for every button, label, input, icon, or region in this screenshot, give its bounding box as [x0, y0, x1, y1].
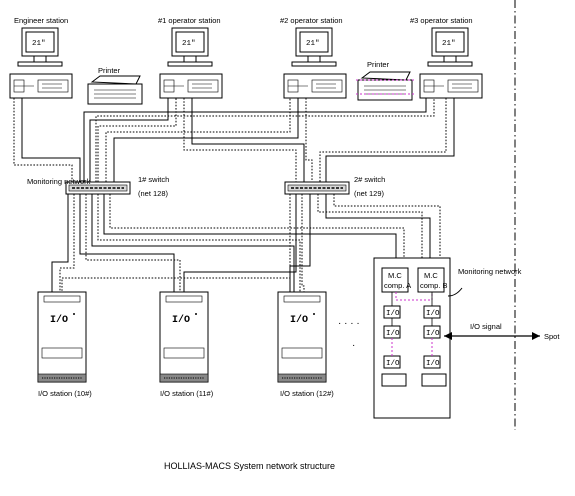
- io-signal-label: I/O signal: [470, 322, 502, 331]
- io-station-11-label: I/O station (11#): [160, 389, 214, 398]
- caption: HOLLIAS-MACS System network structure: [164, 461, 335, 471]
- ellipsis-dot: ·: [352, 340, 355, 351]
- switch-1-name: 1# switch: [138, 175, 169, 184]
- svg-text:I/O: I/O: [426, 310, 440, 318]
- op2-station: 21": [283, 27, 347, 99]
- svg-text:comp. A: comp. A: [384, 281, 411, 290]
- switch-2-name: 2# switch: [354, 175, 385, 184]
- engineer-station-label: Engineer station: [14, 16, 68, 25]
- printer-1-label: Printer: [98, 66, 121, 75]
- svg-text:21": 21": [306, 40, 320, 48]
- printer-2-label: Printer: [367, 60, 390, 69]
- station-cables: [13, 98, 455, 182]
- svg-text:M.C: M.C: [388, 271, 402, 280]
- switch-2-net: (net 129): [354, 189, 385, 198]
- op1-station: 21": [159, 27, 223, 99]
- svg-text:M.C: M.C: [424, 271, 438, 280]
- svg-text:I/O: I/O: [172, 314, 190, 326]
- op2-station-label: #2 operator station: [280, 16, 343, 25]
- svg-text:I/O: I/O: [290, 314, 308, 326]
- svg-text:I/O: I/O: [386, 360, 400, 368]
- svg-text:I/O: I/O: [386, 330, 400, 338]
- engineer-station: 21": [9, 27, 73, 99]
- op3-station-label: #3 operator station: [410, 16, 473, 25]
- printer-1: [87, 75, 143, 105]
- svg-text:21": 21": [32, 40, 46, 48]
- svg-text:I/O: I/O: [50, 314, 68, 326]
- printer-2: [356, 71, 414, 101]
- io-station-10-label: I/O station (10#): [38, 389, 92, 398]
- switch-1-net: (net 128): [138, 189, 169, 198]
- svg-text:I/O: I/O: [426, 360, 440, 368]
- monitoring-network-label-1: Monitoring network: [27, 177, 91, 186]
- switch-2: [284, 181, 350, 195]
- op3-station: 21": [419, 27, 483, 99]
- ellipsis: · · · ·: [338, 318, 360, 329]
- op1-station-label: #1 operator station: [158, 16, 221, 25]
- io-station-12-label: I/O station (12#): [280, 389, 334, 398]
- svg-text:I/O: I/O: [386, 310, 400, 318]
- svg-text:21": 21": [182, 40, 196, 48]
- svg-text:I/O: I/O: [426, 330, 440, 338]
- monitoring-network-label-2: Monitoring network: [458, 267, 522, 276]
- control-cabinet: M.C comp. A M.C comp. B I/O I/O I/O I/O …: [373, 257, 451, 419]
- io-cables: [51, 194, 441, 292]
- io-station-12: I/O: [277, 291, 327, 383]
- io-station-10: I/O: [37, 291, 87, 383]
- svg-text:21": 21": [442, 40, 456, 48]
- svg-text:comp. B: comp. B: [420, 281, 448, 290]
- spot-label: Spot: [544, 332, 560, 341]
- io-station-11: I/O: [159, 291, 209, 383]
